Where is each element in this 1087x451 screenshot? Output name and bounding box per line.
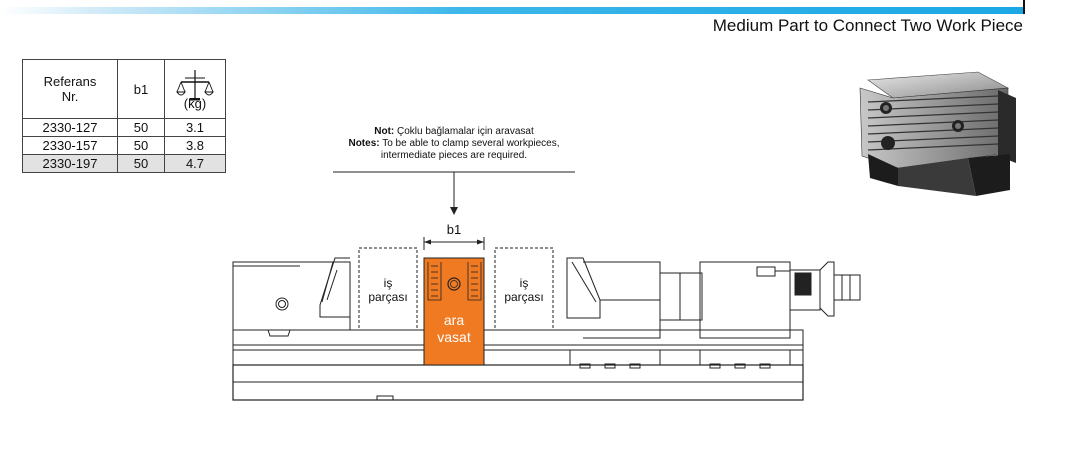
weight-unit-label: (kg) bbox=[183, 95, 207, 111]
note-en-label: Notes: bbox=[348, 138, 380, 149]
cell-weight: 4.7 bbox=[164, 154, 226, 173]
spec-table: Referans Nr. b1 (kg) 2330-127 50 3.1 bbox=[22, 59, 226, 173]
note-en-line1: Notes: To be able to clamp several workp… bbox=[320, 138, 588, 150]
clamping-note: Not: Çoklu bağlamalar için aravasat Note… bbox=[320, 126, 588, 162]
note-tr-line: Not: Çoklu bağlamalar için aravasat bbox=[320, 126, 588, 138]
col-header-weight: (kg) bbox=[164, 59, 226, 119]
note-en-text-line1: To be able to clamp several workpieces, bbox=[382, 138, 560, 149]
scale-icon bbox=[176, 69, 214, 100]
header-divider-tick bbox=[1023, 0, 1025, 14]
cell-weight: 3.1 bbox=[164, 118, 226, 137]
col-header-reference: Referans Nr. bbox=[22, 59, 118, 119]
col-header-b1: b1 bbox=[117, 59, 165, 119]
table-header-row: Referans Nr. b1 (kg) bbox=[22, 59, 226, 119]
cell-ref: 2330-197 bbox=[22, 154, 118, 173]
workpiece-right-label-2: parçası bbox=[504, 290, 543, 304]
note-tr-label: Not: bbox=[374, 126, 395, 137]
col-header-reference-line1: Referans bbox=[43, 74, 97, 89]
table-row: 2330-157 50 3.8 bbox=[22, 136, 226, 155]
table-row: 2330-197 50 4.7 bbox=[22, 154, 226, 173]
header-color-bar bbox=[0, 7, 1025, 14]
cell-b1: 50 bbox=[117, 154, 165, 173]
note-en-text-line2: intermediate pieces are required. bbox=[380, 150, 528, 161]
workpiece-left-label-1: iş bbox=[384, 276, 393, 290]
workpiece-right-label-1: iş bbox=[520, 276, 529, 290]
spacer-label-1: ara bbox=[444, 312, 464, 328]
workpiece-left-label-2: parçası bbox=[368, 290, 407, 304]
spacer-part bbox=[423, 257, 485, 366]
vise-spacer-photo bbox=[859, 71, 1016, 196]
note-tr-text: Çoklu bağlamalar için aravasat bbox=[397, 126, 534, 137]
page-subtitle: Medium Part to Connect Two Work Piece bbox=[712, 16, 1023, 35]
dimension-label: b1 bbox=[447, 222, 461, 237]
spacer-label-2: vasat bbox=[437, 329, 471, 345]
table-row: 2330-127 50 3.1 bbox=[22, 118, 226, 137]
col-header-reference-line2: Nr. bbox=[61, 89, 79, 104]
